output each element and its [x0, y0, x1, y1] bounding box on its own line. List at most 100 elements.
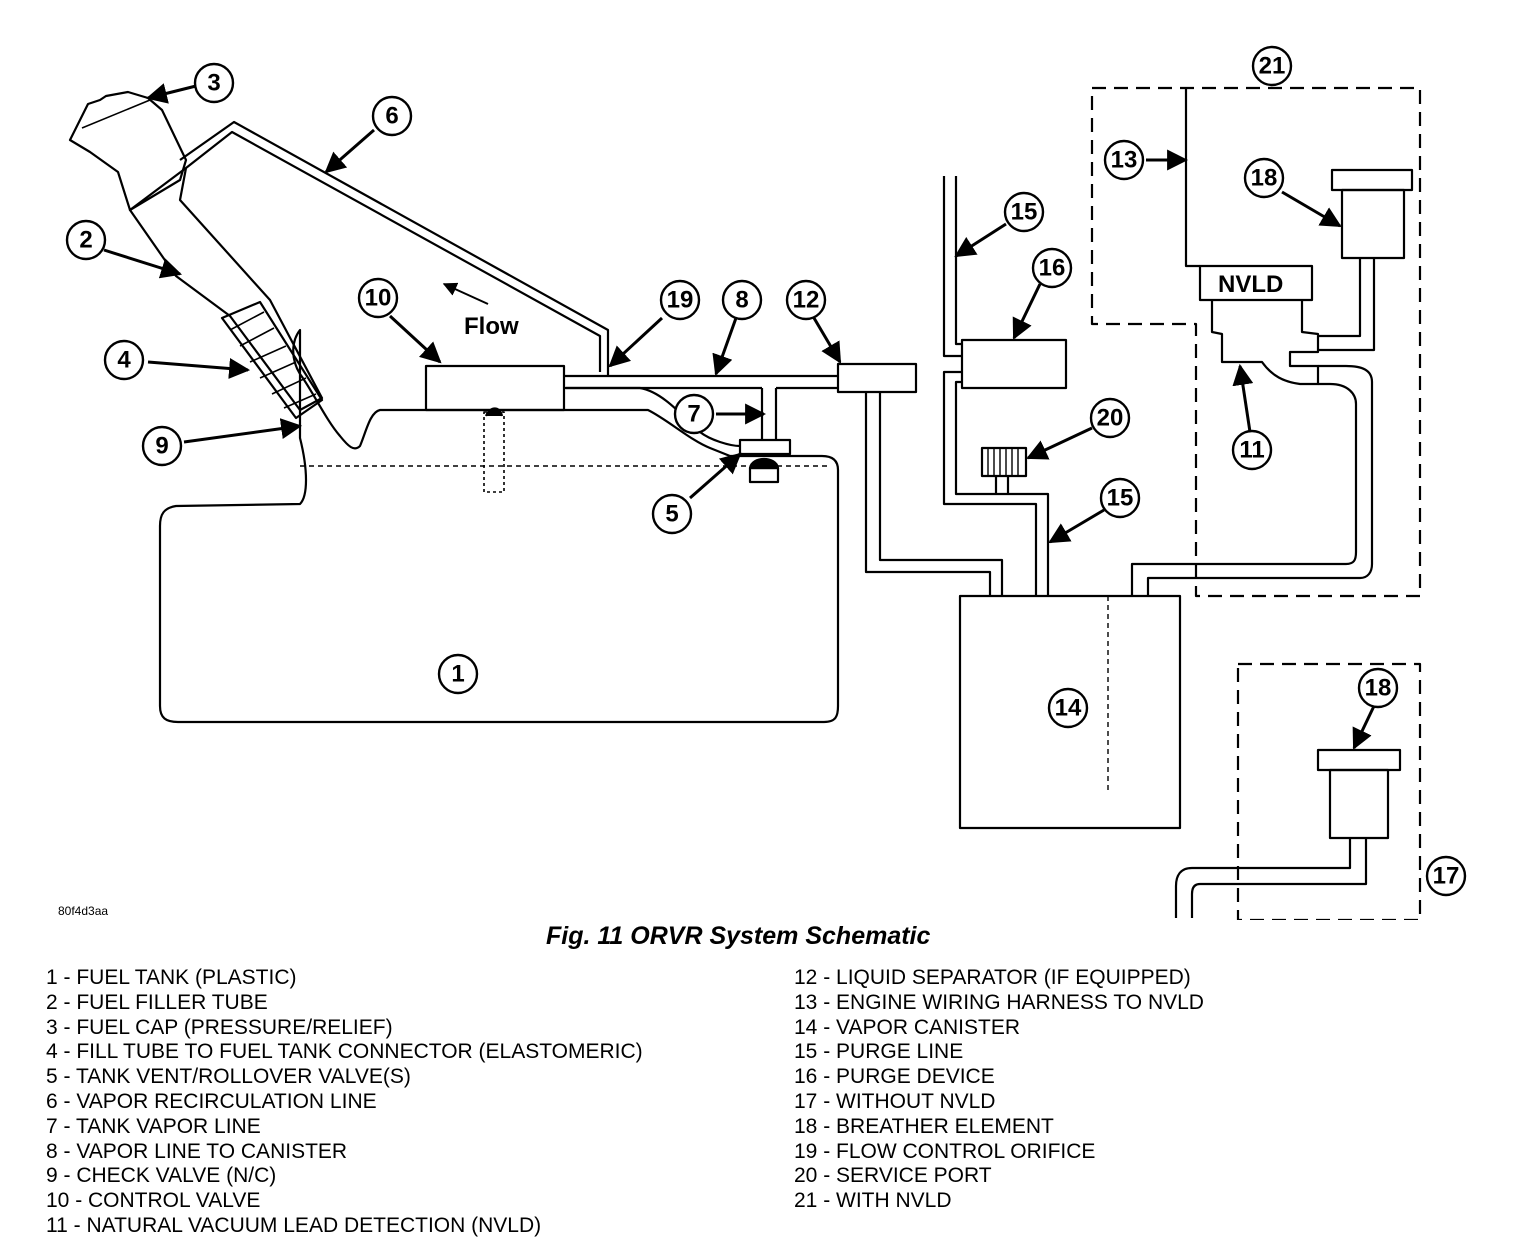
leader-15b: [1048, 508, 1105, 544]
legend-item: 15 - PURGE LINE: [794, 1040, 964, 1064]
leader-11: [1232, 363, 1254, 433]
control-valve: [424, 364, 566, 412]
flow-arrow: [442, 282, 489, 305]
separator-to-canister-line: [864, 392, 1004, 596]
service-port: [980, 446, 1028, 478]
legend-left: 1 - FUEL TANK (PLASTIC) 2 - FUEL FILLER …: [46, 966, 643, 1239]
callout-16: 16: [1039, 255, 1066, 282]
canister-to-nvld-line: [1130, 364, 1374, 596]
callout-11: 11: [1239, 437, 1264, 464]
legend-item: 2 - FUEL FILLER TUBE: [46, 990, 268, 1014]
callout-circle-11: [1231, 429, 1273, 471]
callout-12: 12: [793, 287, 820, 314]
tank-vapor-line: [760, 388, 778, 440]
callout-circle-18b: [1357, 667, 1399, 709]
callout-circle-15b: [1099, 477, 1141, 519]
callout-13: 13: [1111, 147, 1138, 174]
leader-20: [1026, 426, 1093, 460]
flow-label: Flow: [464, 313, 519, 340]
legend-item: 10 - CONTROL VALVE: [46, 1189, 261, 1213]
callout-3: 3: [207, 70, 220, 97]
legend-item: 1 - FUEL TANK (PLASTIC): [46, 966, 297, 989]
leader-4: [147, 358, 251, 379]
leader-2: [103, 248, 183, 279]
leader-8: [712, 317, 738, 376]
callout-circle-20: [1089, 397, 1131, 439]
legend-item: 9 - CHECK VALVE (N/C): [46, 1164, 277, 1188]
callout-17: 17: [1433, 863, 1460, 890]
callout-7: 7: [687, 401, 700, 428]
callout-19: 19: [667, 287, 694, 314]
leader-6: [324, 128, 375, 174]
leader-5: [689, 452, 742, 500]
orvr-schematic: Flow NVLD: [65, 45, 1467, 920]
callout-circle-18a: [1243, 157, 1285, 199]
callout-circle-12: [785, 279, 827, 321]
leader-16: [1012, 283, 1042, 340]
vapor-line-to-canister: [564, 374, 838, 390]
fuel-filler-tube: [128, 166, 324, 412]
leader-18b: [1352, 705, 1376, 750]
legend-item: 18 - BREATHER ELEMENT: [794, 1114, 1054, 1138]
legend-item: 12 - LIQUID SEPARATOR (IF EQUIPPED): [794, 966, 1191, 989]
breather-element-2: [1328, 768, 1390, 840]
callout-10: 10: [365, 285, 392, 312]
callout-circle-13: [1103, 139, 1145, 181]
callout-5: 5: [665, 501, 678, 528]
callout-8: 8: [735, 287, 748, 314]
callout-circle-21: [1251, 45, 1293, 87]
callout-21: 21: [1259, 53, 1286, 80]
leader-10: [388, 314, 442, 364]
engine-wiring-harness: [1184, 88, 1200, 268]
callout-circle-2: [65, 219, 107, 261]
vapor-canister: [958, 594, 1182, 830]
legend-right: 12 - LIQUID SEPARATOR (IF EQUIPPED) 13 -…: [794, 966, 1204, 1214]
leader-12: [812, 317, 842, 364]
legend-item: 13 - ENGINE WIRING HARNESS TO NVLD: [794, 990, 1204, 1014]
callout-15b: 15: [1107, 485, 1134, 512]
leader-9: [183, 418, 303, 444]
fuel-tank: [158, 328, 840, 724]
nvld-module: [1198, 264, 1314, 302]
nvld-body: [1210, 300, 1320, 386]
callout-circle-16: [1031, 247, 1073, 289]
vapor-recirculation-line: [179, 120, 610, 376]
leader-15a: [954, 222, 1007, 258]
purge-line-lower: [942, 370, 1050, 596]
breather-line-2: [1174, 838, 1368, 918]
legend-item: 7 - TANK VAPOR LINE: [46, 1114, 261, 1138]
callout-circle-5: [651, 493, 693, 535]
callout-9: 9: [155, 433, 168, 460]
connector-hatching: [229, 311, 317, 409]
callout-circle-3: [193, 62, 235, 104]
legend-item: 6 - VAPOR RECIRCULATION LINE: [46, 1089, 377, 1113]
callout-1: 1: [451, 661, 464, 688]
callout-circle-14: [1047, 687, 1089, 729]
tank-vent-valve: [738, 438, 792, 456]
rollover-probe: [483, 411, 505, 493]
callout-circle-10: [357, 277, 399, 319]
callout-4: 4: [117, 347, 131, 374]
legend-item: 17 - WITHOUT NVLD: [794, 1089, 996, 1113]
callout-15a: 15: [1011, 199, 1038, 226]
leader-3: [145, 83, 197, 104]
liquid-separator: [836, 362, 918, 394]
legend-item: 14 - VAPOR CANISTER: [794, 1015, 1020, 1039]
breather-line: [1318, 258, 1376, 352]
callout-18a: 18: [1251, 165, 1278, 192]
legend-item: 5 - TANK VENT/ROLLOVER VALVE(S): [46, 1065, 411, 1089]
callout-20: 20: [1097, 405, 1124, 432]
callout-circle-15a: [1003, 191, 1045, 233]
figure-code: 80f4d3aa: [58, 904, 109, 918]
callout-14: 14: [1055, 695, 1082, 722]
without-nvld-boundary: [1236, 662, 1422, 920]
callout-2: 2: [79, 227, 92, 254]
callout-18b: 18: [1365, 675, 1392, 702]
callout-circle-17: [1425, 855, 1467, 897]
legend-item: 8 - VAPOR LINE TO CANISTER: [46, 1139, 348, 1163]
legend-item: 11 - NATURAL VACUUM LEAD DETECTION (NVLD…: [46, 1213, 542, 1237]
legend-item: 19 - FLOW CONTROL ORIFICE: [794, 1139, 1096, 1163]
legend-item: 20 - SERVICE PORT: [794, 1164, 992, 1188]
fuel-cap: [68, 90, 188, 212]
nvld-label: NVLD: [1218, 271, 1283, 298]
